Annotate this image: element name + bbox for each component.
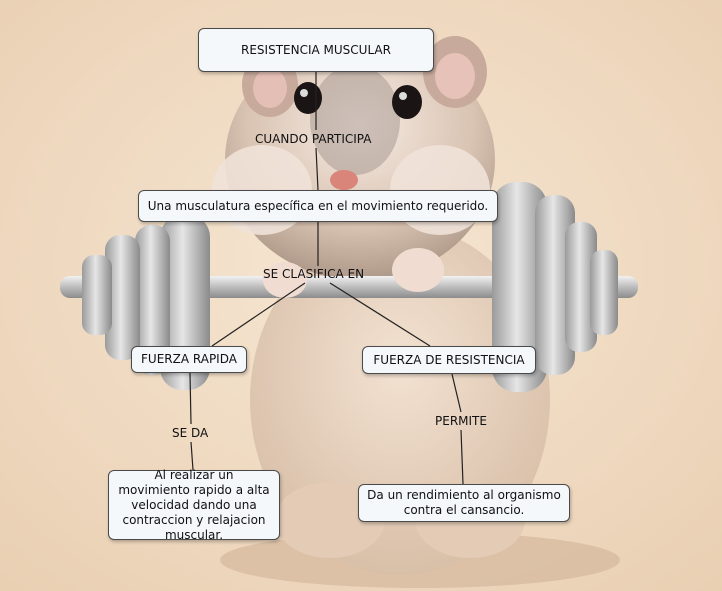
- link-se-da: SE DA: [172, 426, 208, 440]
- connector-permite-to-rendimiento: [461, 430, 463, 484]
- concept-resistencia-muscular[interactable]: RESISTENCIA MUSCULAR: [198, 28, 434, 72]
- link-se-clasifica-en: SE CLASIFICA EN: [263, 267, 364, 281]
- concept-musculatura-especifica[interactable]: Una musculatura específica en el movimie…: [138, 190, 498, 222]
- concept-label: RESISTENCIA MUSCULAR: [241, 43, 391, 58]
- connector-fuerza-rapida-to-se-da: [190, 373, 191, 424]
- concept-label: FUERZA RAPIDA: [141, 352, 237, 367]
- connector-fuerza-resistencia-to-permite: [452, 374, 461, 412]
- concept-fuerza-rapida[interactable]: FUERZA RAPIDA: [131, 346, 247, 373]
- link-permite: PERMITE: [435, 414, 487, 428]
- concept-label: Al realizar un movimiento rapido a alta …: [117, 468, 271, 543]
- concept-label: FUERZA DE RESISTENCIA: [373, 353, 524, 368]
- connector-se-clasifica-to-fuerza-resistencia: [330, 283, 430, 346]
- link-cuando-participa: CUANDO PARTICIPA: [255, 132, 371, 146]
- connector-cuando-participa-to-musculatura: [316, 148, 318, 190]
- concept-da-un-rendimiento[interactable]: Da un rendimiento al organismo contra el…: [358, 484, 570, 522]
- connector-se-clasifica-to-fuerza-rapida: [212, 283, 305, 346]
- concept-fuerza-de-resistencia[interactable]: FUERZA DE RESISTENCIA: [362, 346, 536, 374]
- concept-label: Una musculatura específica en el movimie…: [148, 199, 488, 214]
- concept-label: Da un rendimiento al organismo contra el…: [367, 488, 561, 518]
- concept-al-realizar-movimiento[interactable]: Al realizar un movimiento rapido a alta …: [108, 470, 280, 540]
- connector-se-da-to-realizar: [191, 442, 193, 470]
